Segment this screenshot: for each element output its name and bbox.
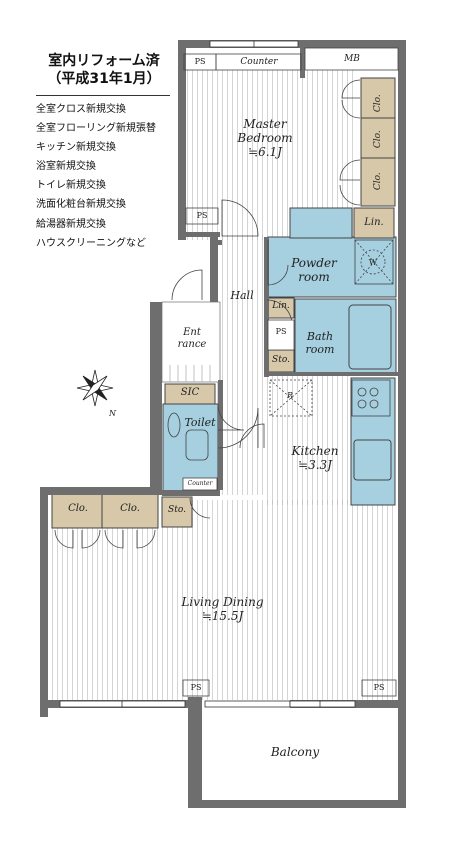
linen-label-hall: Lin.	[272, 301, 290, 311]
bath-room-label: Bath room	[297, 330, 343, 356]
master-bedroom-area: ≒6.1J	[248, 144, 282, 159]
closet-label-1: Clo.	[372, 94, 383, 113]
storage-label-hall: Sto.	[272, 355, 290, 365]
fridge-label: R	[286, 391, 294, 400]
washer-label: W	[368, 258, 378, 267]
ps-label-ld-right: PS	[373, 683, 385, 692]
note-item: 全室クロス新規交換	[36, 104, 126, 115]
kitchen-label: Kitchen ≒3.3J	[285, 444, 345, 473]
closet-doors	[54, 79, 361, 549]
bath-room-line-1: Bath	[306, 330, 334, 343]
linen-label-powder: Lin.	[364, 217, 384, 228]
hall-label: Hall	[230, 289, 254, 302]
hall-floor	[217, 235, 267, 495]
title-line-1: 室内リフォーム済	[48, 53, 160, 69]
master-bedroom-name-1: Master	[243, 117, 287, 131]
note-item: ハウスクリーニングなど	[36, 237, 146, 249]
toilet-counter-label: Counter	[187, 480, 213, 487]
title-divider	[36, 95, 170, 96]
walls	[40, 40, 406, 808]
mb-label: MB	[344, 54, 360, 64]
living-dining-floor	[52, 500, 397, 700]
storage-label-ld: Sto.	[168, 505, 186, 515]
kitchen-floor	[265, 375, 350, 505]
entrance-label: Ent rance	[170, 327, 214, 350]
kitchen-area: ≒3.3J	[298, 457, 332, 472]
renovation-notes: 全室クロス新規交換 全室フローリング新規張替 キッチン新規交換 浴室新規交換 ト…	[36, 100, 156, 253]
renovation-title: 室内リフォーム済 （平成31年1月）	[34, 52, 174, 88]
powder-room-label: Powder room	[284, 256, 344, 285]
storage-blocks	[51, 77, 396, 529]
note-item: トイレ新規交換	[36, 180, 106, 192]
svg-text:N: N	[108, 409, 117, 418]
living-dining-name: Living Dining	[181, 595, 264, 609]
ps-label-top: PS	[194, 57, 206, 66]
sic-label: SIC	[180, 387, 200, 398]
ps-label-ld-left: PS	[190, 683, 202, 692]
counter-label: Counter	[240, 57, 278, 67]
ps-label-bath: PS	[275, 327, 287, 336]
toilet-label: Toilet	[184, 416, 216, 429]
closet-label-ld-1: Clo.	[68, 503, 88, 514]
note-item: 浴室新規交換	[36, 161, 96, 173]
entrance-line-1: Ent	[183, 327, 201, 338]
ps-label-bedroom: PS	[196, 211, 208, 220]
entrance-line-2: rance	[177, 338, 207, 350]
note-item: 給湯器新規交換	[36, 218, 106, 230]
kitchen-sink	[353, 439, 392, 481]
powder-room-line-1: Powder	[291, 256, 337, 270]
vanity-fill	[289, 207, 353, 239]
entrance-floor	[161, 301, 221, 383]
title-line-2: （平成31年1月）	[47, 71, 161, 87]
closet-label-2: Clo.	[372, 130, 383, 149]
bath-room-line-2: room	[305, 342, 335, 356]
note-item: 全室フローリング新規張替	[36, 123, 156, 135]
living-dining-area: ≒15.5J	[201, 608, 244, 623]
compass-icon: N	[76, 369, 117, 418]
note-item: 洗面化粧台新規交換	[36, 199, 126, 211]
closet-label-3: Clo.	[372, 172, 383, 191]
kitchen-name: Kitchen	[291, 444, 339, 458]
doors	[171, 199, 293, 519]
powder-room-line-2: room	[298, 269, 330, 284]
balcony-label: Balcony	[270, 745, 320, 759]
master-bedroom-name-2: Bedroom	[237, 130, 293, 145]
fixtures	[167, 47, 399, 697]
living-dining-label: Living Dining ≒15.5J	[160, 595, 285, 624]
closet-label-ld-2: Clo.	[120, 503, 140, 514]
windows	[59, 40, 356, 708]
bathtub	[348, 304, 392, 370]
master-bedroom-label: Master Bedroom ≒6.1J	[225, 117, 305, 159]
note-item: キッチン新規交換	[36, 142, 116, 154]
